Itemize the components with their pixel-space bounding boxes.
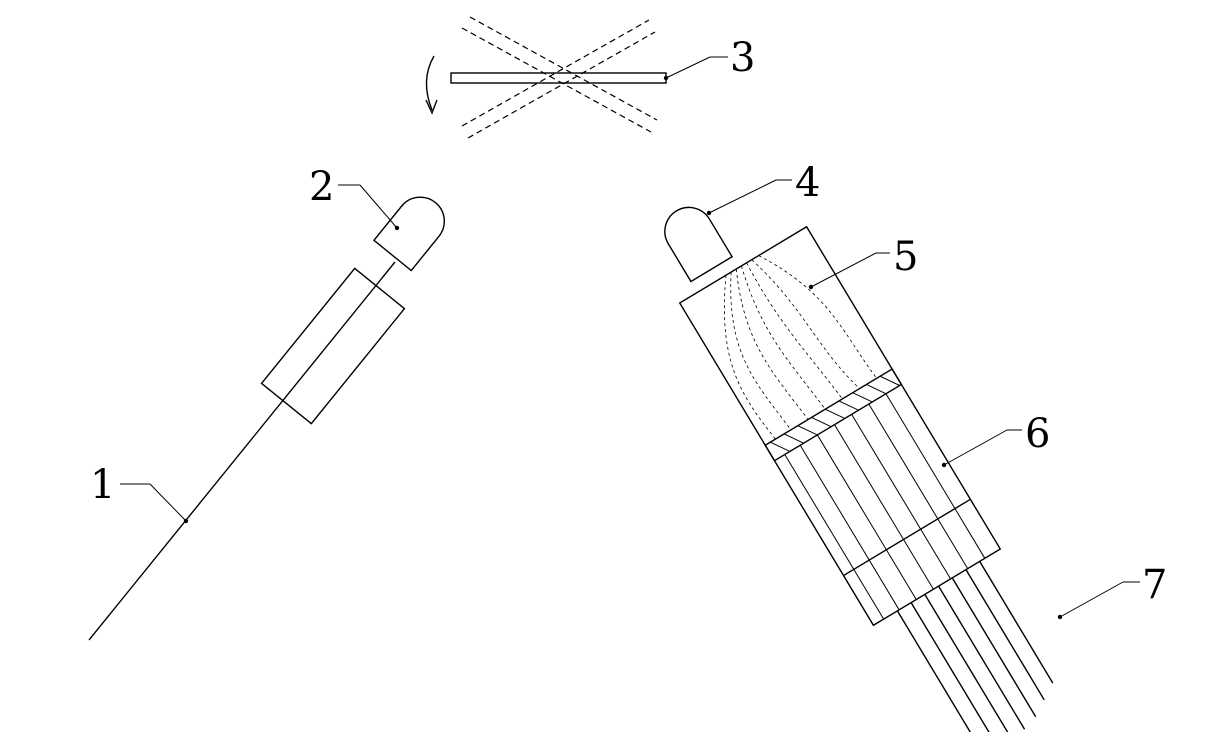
housing-outline — [678, 225, 1002, 627]
plate-dashed-b-edge2 — [467, 31, 656, 139]
fibers-7 — [896, 561, 1054, 732]
leader-3 — [665, 56, 711, 79]
leader-6-dot — [941, 462, 947, 468]
leader-7 — [1059, 581, 1124, 618]
fiber-1 — [88, 261, 396, 641]
label-3: 3 — [730, 35, 755, 81]
sleeve-body — [260, 267, 406, 425]
rotation-arrow — [425, 55, 435, 111]
leader-4-dot — [706, 210, 712, 216]
leader-2-dot — [394, 225, 400, 231]
emitter-2-body — [372, 196, 445, 272]
label-6: 6 — [1025, 411, 1050, 457]
plate-dashed-a-edge2 — [469, 16, 658, 121]
leader-4 — [708, 179, 777, 214]
rotation-arrowhead — [425, 99, 438, 115]
label-1: 1 — [90, 462, 115, 508]
leader-5-dot — [808, 284, 814, 290]
label-7: 7 — [1142, 562, 1167, 608]
plate-dashed-b-edge1 — [461, 19, 650, 127]
coupling-hatch — [770, 375, 900, 452]
leader-1-dot — [183, 518, 189, 524]
receiver-4-body — [664, 206, 734, 283]
leader-1 — [149, 483, 187, 522]
fiber-curves — [723, 255, 877, 440]
fiber-straight — [784, 393, 986, 620]
housing-divider — [843, 498, 971, 577]
emitter-2 — [372, 196, 445, 272]
left-assembly: 1 2 — [88, 164, 445, 641]
label-5: 5 — [893, 234, 918, 280]
plate-dashed-a-edge1 — [461, 27, 652, 133]
bundle-housing — [678, 225, 1054, 732]
receiver-4 — [664, 206, 734, 283]
leader-7-dot — [1057, 614, 1063, 620]
label-4: 4 — [795, 160, 820, 206]
leader-5 — [810, 252, 877, 288]
leader-2 — [359, 184, 398, 229]
right-assembly: 4 5 6 7 — [664, 160, 1167, 732]
label-2: 2 — [309, 164, 334, 210]
sleeve — [260, 267, 406, 425]
leader-3-dot — [663, 75, 669, 81]
leader-6 — [943, 429, 1008, 466]
coupling-band — [764, 368, 903, 462]
plate-3: 3 — [425, 16, 755, 139]
